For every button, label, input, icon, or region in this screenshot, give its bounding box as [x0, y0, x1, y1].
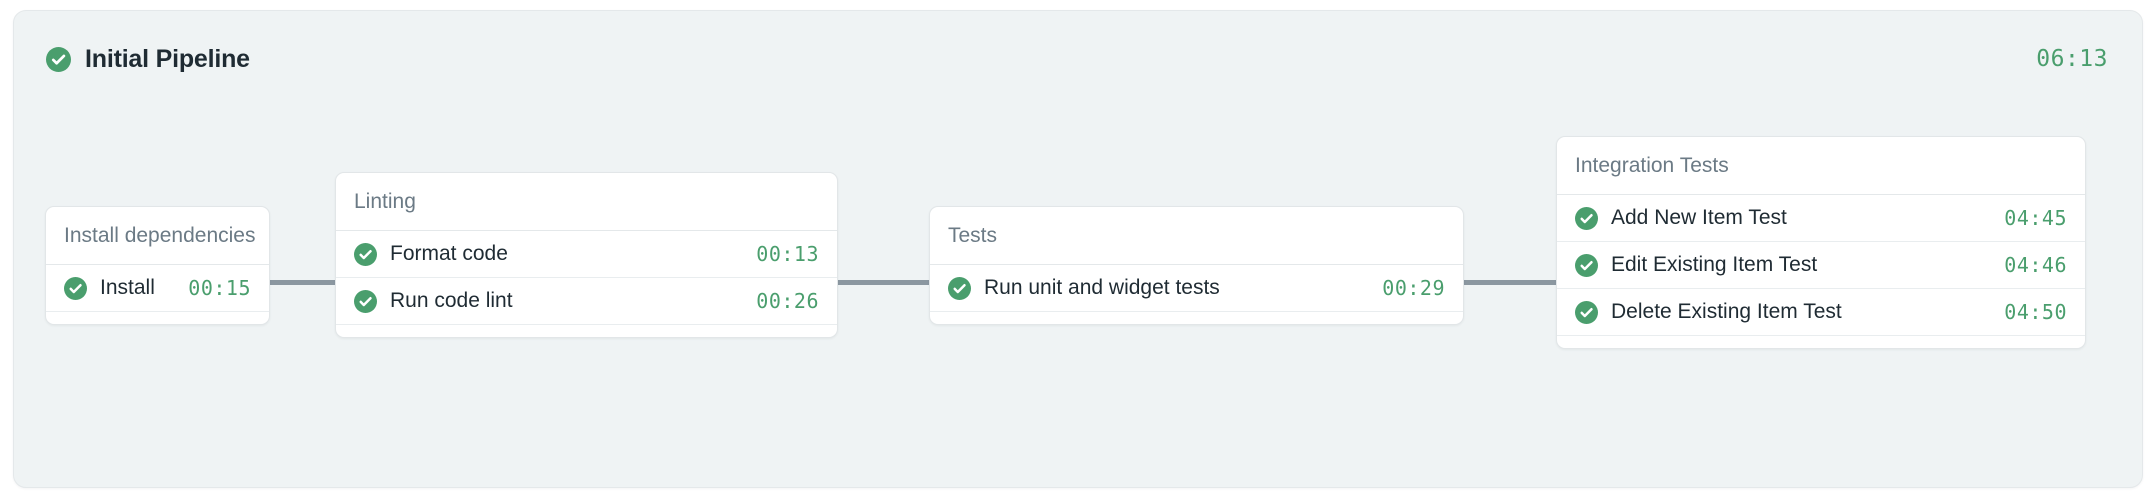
stage-card-title: Linting [354, 189, 416, 213]
job-name: Format code [390, 242, 508, 265]
check-circle-icon [354, 289, 377, 313]
job-row[interactable]: Run code lint 00:26 [336, 278, 837, 325]
connector-install-to-linting [269, 280, 335, 285]
page-title: Initial Pipeline [85, 44, 250, 73]
job-name: Delete Existing Item Test [1611, 300, 1842, 323]
job-list-padding [336, 325, 837, 337]
job-row[interactable]: Format code 00:13 [336, 231, 837, 278]
stage-card-title: Install dependencies [64, 223, 256, 247]
stage-card-title: Tests [948, 223, 998, 247]
stage-graph: Install dependencies Install 00:15 Linti… [14, 11, 2142, 487]
job-name: Edit Existing Item Test [1611, 253, 1818, 276]
stage-card-tests[interactable]: Tests Run unit and widget tests 00:29 [929, 206, 1464, 325]
job-list: Install 00:15 [46, 264, 269, 324]
job-list-padding [930, 312, 1463, 324]
job-row[interactable]: Edit Existing Item Test 04:46 [1557, 242, 2085, 289]
job-list: Add New Item Test 04:45 Edit Existing It… [1557, 194, 2085, 348]
check-circle-icon [948, 276, 971, 300]
job-list-padding [1557, 336, 2085, 348]
stage-card-integration-tests[interactable]: Integration Tests Add New Item Test 04:4… [1556, 136, 2086, 349]
job-duration: 04:46 [2004, 253, 2067, 277]
job-row[interactable]: Install 00:15 [46, 265, 269, 312]
job-duration: 04:45 [2004, 206, 2067, 230]
job-duration: 00:26 [756, 289, 819, 313]
check-circle-icon [1575, 206, 1598, 230]
stage-card-install-dependencies[interactable]: Install dependencies Install 00:15 [45, 206, 270, 325]
stage-card-title: Integration Tests [1575, 153, 1729, 177]
job-list: Run unit and widget tests 00:29 [930, 264, 1463, 324]
job-duration: 00:29 [1382, 276, 1445, 300]
job-duration: 04:50 [2004, 300, 2067, 324]
connector-linting-to-tests [837, 280, 929, 285]
job-name: Run code lint [390, 289, 513, 312]
pipeline-header: Initial Pipeline 06:13 [14, 11, 2142, 107]
check-circle-icon [354, 242, 377, 266]
job-name: Run unit and widget tests [984, 276, 1220, 299]
check-circle-icon [64, 276, 87, 300]
job-row[interactable]: Delete Existing Item Test 04:50 [1557, 289, 2085, 336]
check-circle-icon [1575, 253, 1598, 277]
job-duration: 00:15 [188, 276, 251, 300]
job-row[interactable]: Run unit and widget tests 00:29 [930, 265, 1463, 312]
stage-card-linting[interactable]: Linting Format code 00:13 [335, 172, 838, 338]
job-list-padding [46, 312, 269, 324]
check-circle-icon [1575, 300, 1598, 324]
job-row[interactable]: Add New Item Test 04:45 [1557, 195, 2085, 242]
pipeline-panel: Initial Pipeline 06:13 Install dependenc… [13, 10, 2143, 488]
job-name: Install [100, 276, 155, 299]
job-name: Add New Item Test [1611, 206, 1787, 229]
check-circle-icon [46, 46, 71, 72]
pipeline-header-left: Initial Pipeline [46, 44, 250, 73]
job-duration: 00:13 [756, 242, 819, 266]
connector-tests-to-integration [1463, 280, 1556, 285]
job-list: Format code 00:13 Run code lint 00:26 [336, 230, 837, 337]
pipeline-duration: 06:13 [2036, 45, 2108, 72]
